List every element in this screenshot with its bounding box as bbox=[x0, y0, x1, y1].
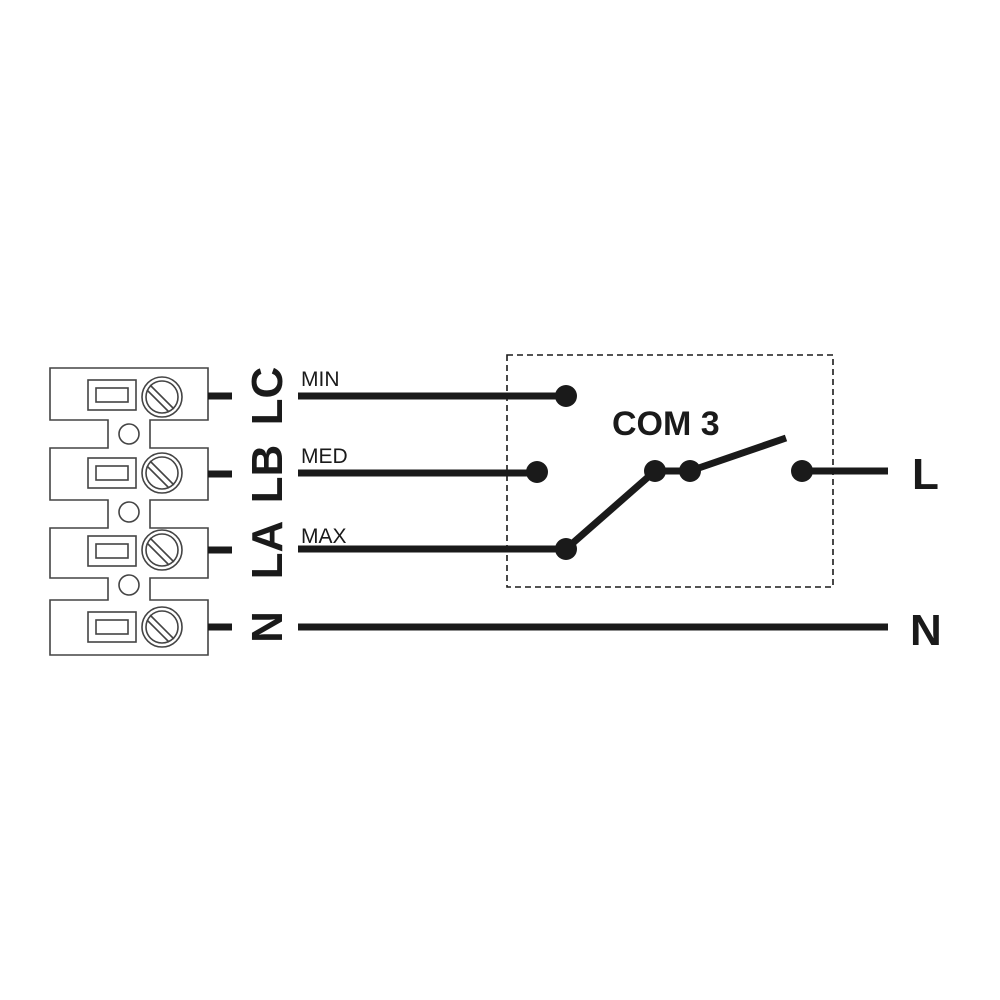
screw-slot bbox=[149, 614, 175, 640]
switch-lever bbox=[688, 434, 788, 475]
supply-neutral-label: N bbox=[910, 606, 942, 655]
terminal-hole bbox=[118, 423, 140, 445]
screw-slot bbox=[149, 384, 175, 410]
wire-label-min: MIN bbox=[301, 368, 340, 391]
contact-line[interactable] bbox=[791, 460, 813, 482]
terminal-label-n: N bbox=[243, 611, 292, 643]
terminal-label-la: LA bbox=[243, 521, 292, 580]
terminal-cell-lb bbox=[87, 452, 183, 494]
wire-label-max: MAX bbox=[301, 525, 347, 548]
wire-label-med: MED bbox=[301, 445, 348, 468]
wire-slot-inner bbox=[95, 465, 129, 481]
terminal-label-lb: LB bbox=[243, 445, 292, 504]
wires bbox=[298, 392, 888, 631]
terminal-hole bbox=[118, 574, 140, 596]
switch-housing bbox=[506, 354, 834, 588]
screw-slot bbox=[146, 389, 170, 413]
contact-max[interactable] bbox=[555, 538, 577, 560]
contact-med[interactable] bbox=[526, 461, 548, 483]
contact-common-a[interactable] bbox=[644, 460, 666, 482]
terminal-cell-la bbox=[87, 529, 183, 571]
wire-slot-inner bbox=[95, 387, 129, 403]
screw-icon[interactable] bbox=[141, 376, 183, 418]
wire-slot-inner bbox=[95, 543, 129, 559]
wire-slot bbox=[87, 611, 137, 643]
wire-slot bbox=[87, 457, 137, 489]
terminal-block bbox=[49, 367, 209, 656]
screw-slot bbox=[149, 537, 175, 563]
screw-ring bbox=[145, 533, 179, 567]
screw-ring bbox=[145, 380, 179, 414]
supply-line-label: L bbox=[912, 450, 939, 499]
terminal-label-lc: LC bbox=[243, 367, 292, 426]
screw-slot bbox=[146, 619, 170, 643]
terminal-hole bbox=[118, 501, 140, 523]
screw-slot bbox=[146, 542, 170, 566]
screw-icon[interactable] bbox=[141, 529, 183, 571]
terminal-block-outline bbox=[49, 367, 209, 656]
switch-contacts bbox=[526, 385, 813, 560]
contact-common-b[interactable] bbox=[679, 460, 701, 482]
terminal-cell-lc bbox=[87, 376, 183, 418]
switch-arm-lower bbox=[563, 468, 658, 552]
switch-label: COM 3 bbox=[612, 405, 720, 443]
screw-ring bbox=[145, 610, 179, 644]
screw-ring bbox=[145, 456, 179, 490]
terminal-cell-n bbox=[87, 606, 183, 648]
contact-min[interactable] bbox=[555, 385, 577, 407]
screw-slot bbox=[146, 465, 170, 489]
wire-slot-inner bbox=[95, 619, 129, 635]
wire-slot bbox=[87, 535, 137, 567]
screw-slot bbox=[149, 460, 175, 486]
screw-icon[interactable] bbox=[141, 606, 183, 648]
terminal-stubs bbox=[208, 392, 232, 631]
wire-slot bbox=[87, 379, 137, 411]
screw-icon[interactable] bbox=[141, 452, 183, 494]
